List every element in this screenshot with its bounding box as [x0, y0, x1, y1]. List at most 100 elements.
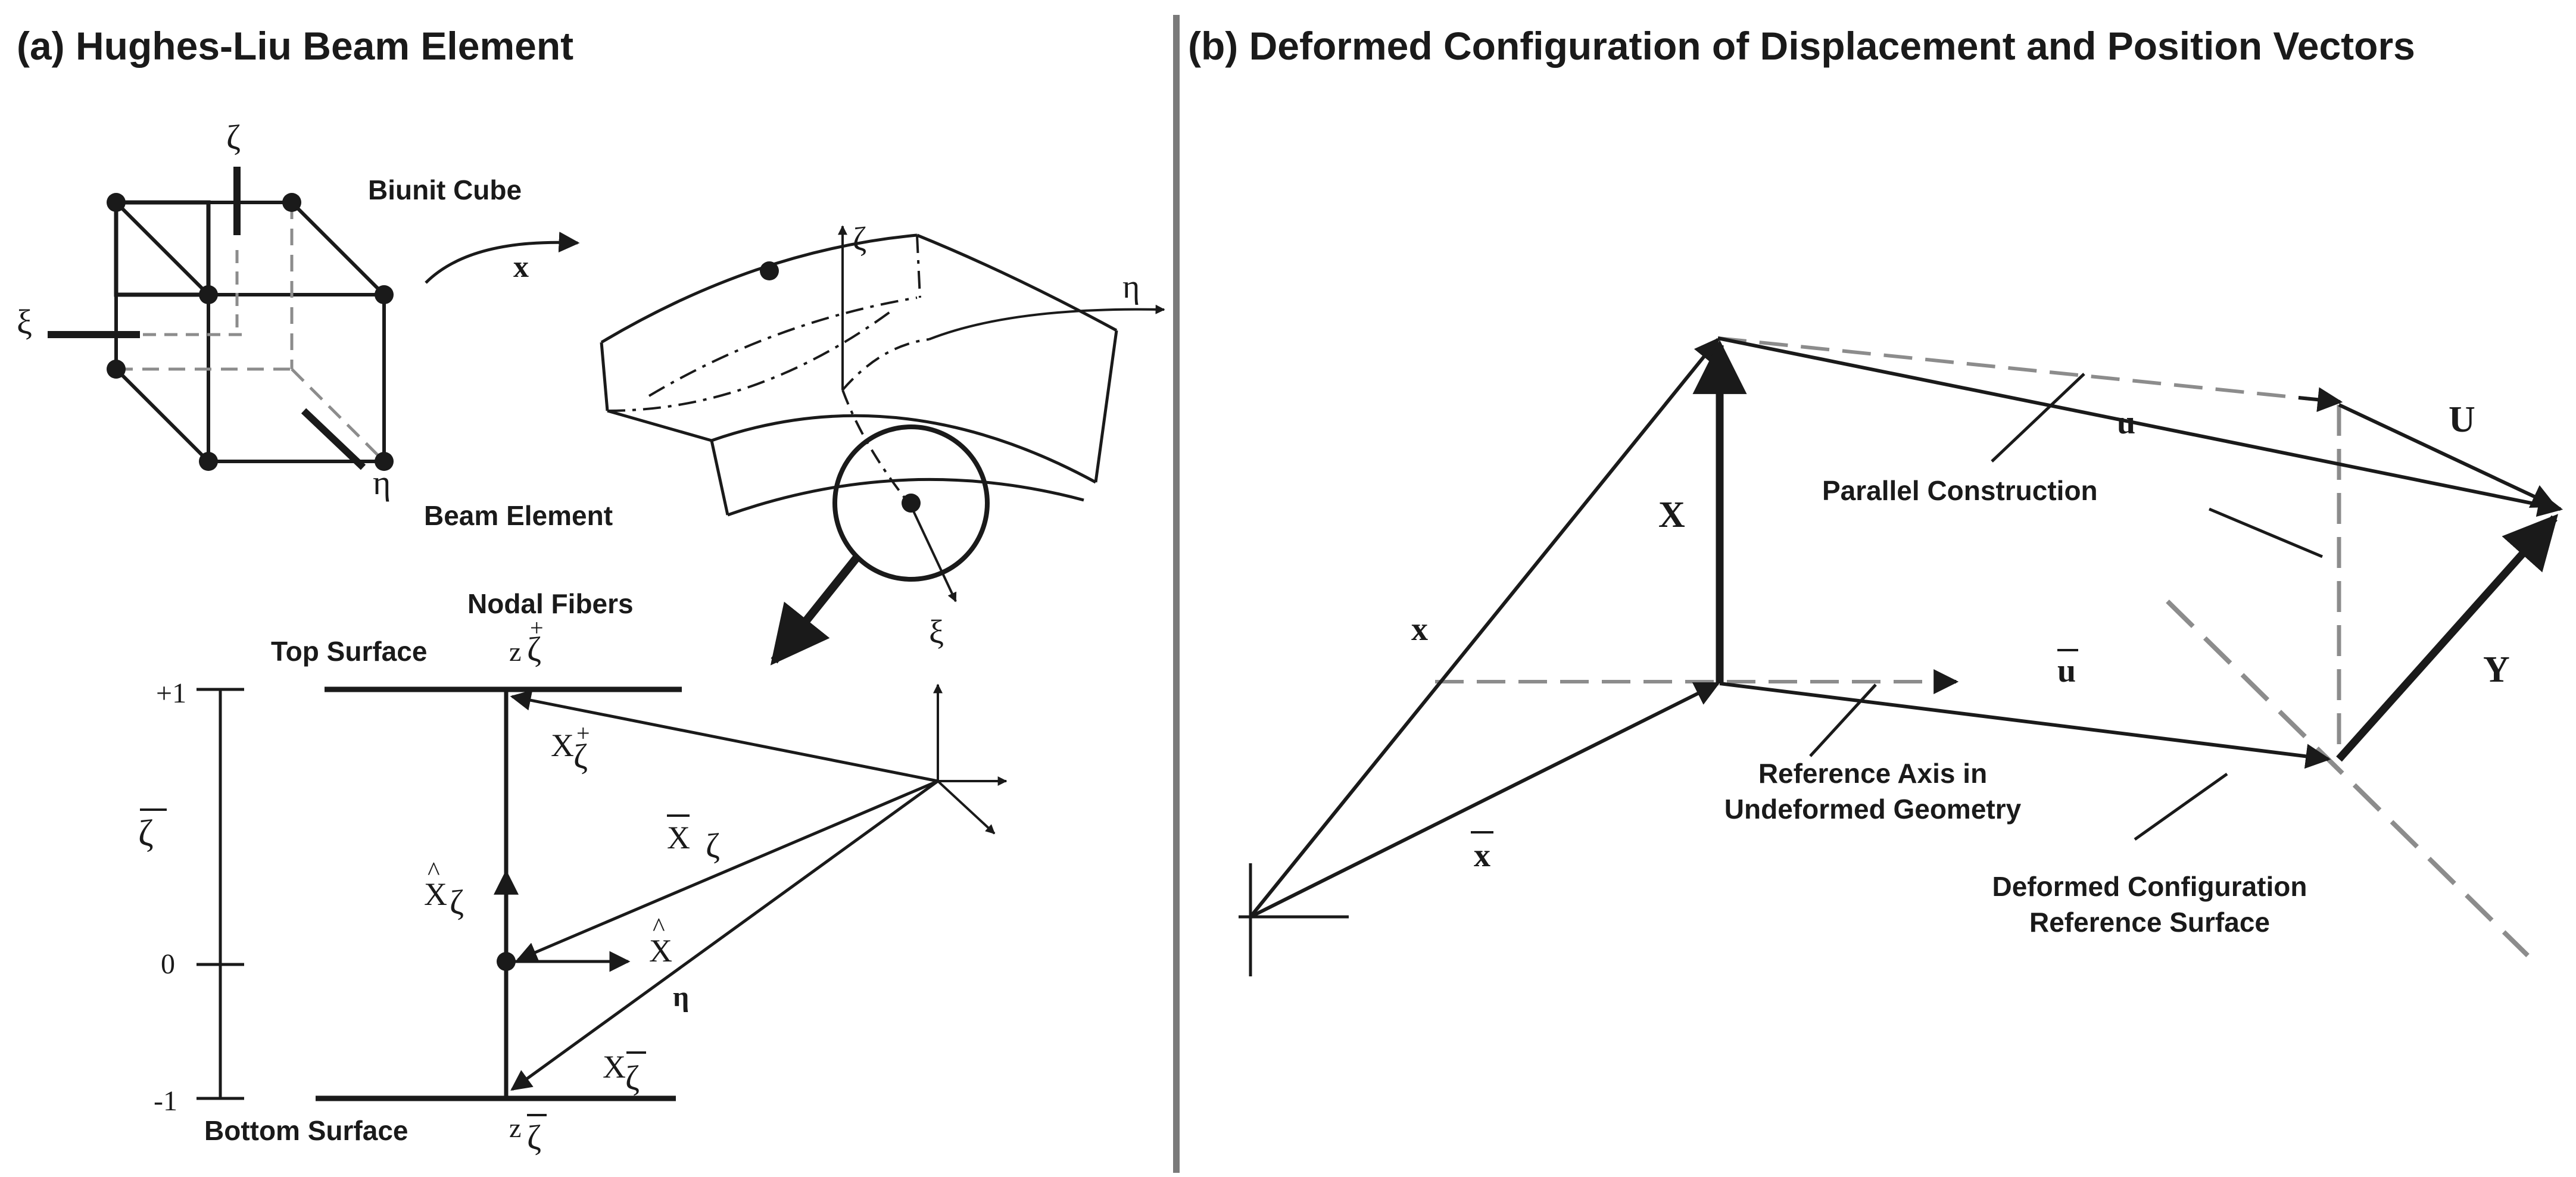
scale-plus-one: +1: [156, 678, 186, 709]
beam-node-center: [902, 494, 921, 513]
beam-zeta-label: ζ: [853, 221, 866, 258]
panel-a-title: (a) Hughes-Liu Beam Element: [17, 24, 573, 68]
beam-left-edge: [600, 342, 609, 411]
scale-minus-one: -1: [154, 1085, 177, 1117]
biunit-cube-label: Biunit Cube: [368, 174, 522, 205]
zeta-top-label: ζ: [527, 630, 541, 669]
x-zeta-plus-sub: ζ: [573, 737, 588, 776]
x-hat-eta-hat: ^: [653, 913, 665, 942]
x-zeta-plus-sup: +: [576, 720, 590, 747]
x-hat-zeta-label: X: [424, 876, 447, 912]
reference-axis-label-1: Reference Axis in: [1758, 758, 1987, 789]
beam-top-front-edge: [600, 233, 918, 344]
beam-hidden-edge: [916, 235, 921, 298]
cube-zeta-label: ζ: [226, 118, 241, 157]
panel-b-title: (b) Deformed Configuration of Displaceme…: [1188, 24, 2415, 68]
label-X: X: [1658, 495, 1685, 535]
biunit-cube: [48, 167, 386, 470]
leader-parallel-2: [2209, 507, 2323, 558]
cube-eta-axis: [301, 408, 366, 470]
vector-u: [1717, 336, 2563, 517]
triad-axis: [937, 780, 996, 835]
label-U: U: [2449, 399, 2475, 440]
vector-diagram: [1239, 336, 2563, 976]
cube-node: [199, 285, 218, 304]
label-x-bar: x: [1474, 837, 1490, 874]
x-hat-zeta-hat: ^: [428, 857, 440, 886]
cube-node: [282, 193, 301, 212]
beam-node-top: [760, 261, 779, 280]
zeta-bottom-label: ζ: [527, 1118, 541, 1157]
cube-node: [375, 452, 394, 471]
panel-b: (b) Deformed Configuration of Displaceme…: [1188, 24, 2563, 976]
x-zeta-minus-label: X: [603, 1049, 626, 1085]
x-hat-eta-label: X: [649, 933, 672, 969]
mapping-x-label: x: [513, 250, 529, 284]
leader-reference: [1809, 683, 1877, 757]
label-u: u: [2117, 404, 2135, 441]
cube-nodes: [107, 193, 394, 471]
plus-top: +: [530, 614, 544, 641]
cube-eta-label: η: [373, 463, 391, 502]
cross-section: [197, 683, 1008, 1101]
label-Y: Y: [2483, 650, 2510, 690]
beam-right-edge: [1094, 330, 1118, 483]
top-surface-label: Top Surface: [271, 636, 427, 667]
vector-x: [1249, 337, 1720, 918]
beam-element-label: Beam Element: [424, 500, 613, 531]
x-bar-zeta-sub: ζ: [706, 826, 720, 865]
deformed-surface-dashed: [2166, 600, 2530, 957]
x-bar-label: X: [667, 820, 690, 856]
fiber-node: [497, 952, 516, 971]
magnifier-pointer: [770, 554, 861, 666]
beam-hidden-curve: [607, 308, 894, 412]
cube-edge: [114, 367, 210, 463]
top-dashed: [1717, 336, 2311, 401]
deformed-config-label-1: Deformed Configuration: [1992, 871, 2307, 902]
cube-node: [107, 193, 126, 212]
nodal-fibers-label: Nodal Fibers: [467, 588, 634, 619]
vector-u-bar: [1719, 682, 2331, 769]
leader-deformed: [2134, 772, 2228, 841]
x-bar-zeta-vector: [516, 779, 938, 962]
cube-node: [107, 360, 126, 379]
scale-zero: 0: [161, 948, 175, 980]
leader-parallel: [1991, 373, 2085, 463]
panel-divider: [1173, 15, 1180, 1173]
vector-Y: [2336, 514, 2559, 762]
cube-edge: [290, 201, 386, 296]
z-bottom-label: z: [509, 1113, 521, 1143]
label-u-bar: u: [2057, 652, 2076, 689]
label-x: x: [1411, 611, 1428, 648]
beam-eta-axis: [928, 304, 1165, 341]
beam-top-right-edge: [916, 233, 1118, 332]
parallel-construction-label: Parallel Construction: [1822, 475, 2098, 506]
beam-xi-label: ξ: [929, 614, 944, 651]
cube-node: [199, 452, 218, 471]
x-zeta-plus-label: X: [551, 728, 574, 763]
beam-front-curve: [711, 414, 1097, 484]
cube-xi-label: ξ: [17, 302, 32, 341]
scale-zeta-bar: ζ: [138, 813, 154, 854]
deformed-config-label-2: Reference Surface: [2029, 907, 2270, 938]
reference-axis-label-2: Undeformed Geometry: [1724, 794, 2022, 825]
panel-a: (a) Hughes-Liu Beam Element: [17, 24, 1165, 1157]
beam-mid-curve: [648, 296, 918, 397]
x-zeta-minus-vector: [510, 779, 939, 1091]
x-hat-zeta-sub: ζ: [450, 883, 464, 922]
magnifier-circle: [832, 424, 990, 582]
x-hat-eta-sub: η: [673, 981, 689, 1013]
cube-hidden-edge: [291, 368, 385, 463]
cube-edge: [114, 201, 210, 296]
x-zeta-plus-vector: [510, 689, 938, 783]
mapping-arrow: [425, 232, 580, 284]
vector-x-bar: [1249, 682, 1720, 919]
x-zeta-minus-sub: ζ: [625, 1059, 640, 1097]
beam-front-left: [710, 440, 729, 516]
beam-front-top: [607, 409, 712, 442]
cube-node: [375, 285, 394, 304]
beam-bottom-curve: [727, 477, 1084, 517]
beam-element: [600, 225, 1165, 666]
